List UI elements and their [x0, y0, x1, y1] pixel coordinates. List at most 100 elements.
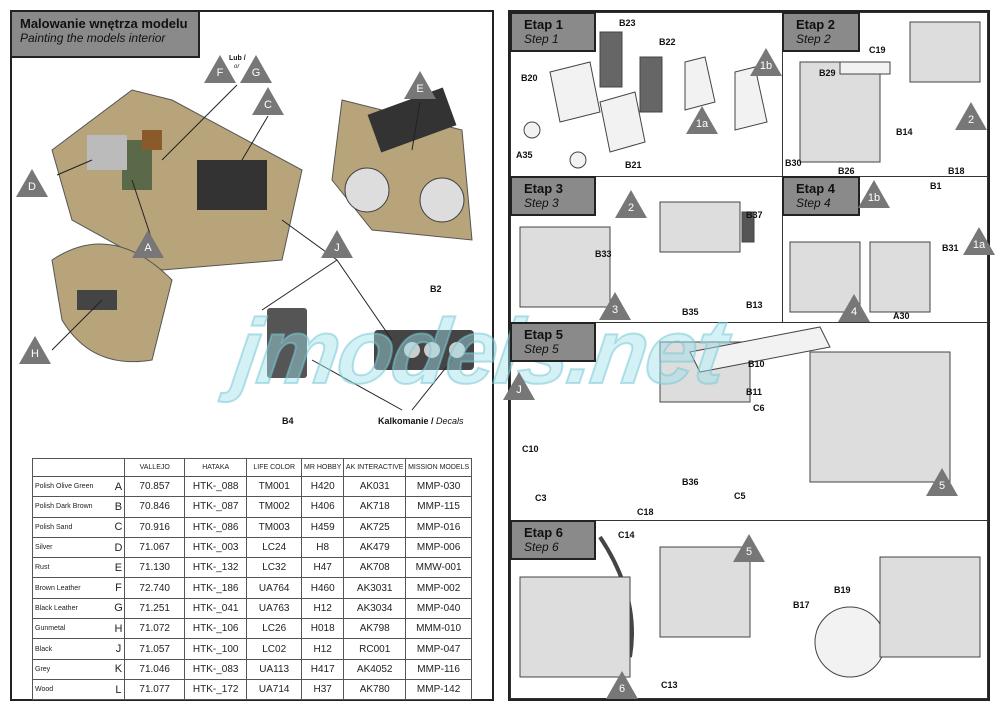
part-label: A35	[516, 150, 533, 160]
lifecolor-code: TM003	[246, 516, 303, 538]
color-name: Brown Leather	[31, 577, 113, 599]
part-label: B37	[746, 210, 763, 220]
color-letter: G	[112, 597, 126, 620]
color-letter: K	[112, 658, 126, 680]
step-3-header: Etap 3 Step 3	[510, 176, 596, 216]
interior-subtitle: Painting the models interior	[20, 31, 166, 45]
color-name: Polish Olive Green	[31, 475, 113, 498]
mrhobby-code: H417	[301, 658, 345, 680]
mrhobby-code: H12	[301, 597, 345, 620]
color-name: Black Leather	[31, 597, 113, 620]
mission-code: MMP-047	[405, 638, 472, 660]
part-label: B10	[748, 359, 765, 369]
lifecolor-code: LC24	[246, 536, 303, 559]
hataka-code: HTK-_186	[184, 577, 248, 599]
mission-code: MMP-040	[405, 597, 472, 620]
color-name: Wood	[31, 678, 113, 701]
step-subtitle: Step 6	[524, 540, 559, 554]
header-mission: MISSION MODELS	[405, 458, 472, 477]
part-label: C14	[618, 530, 635, 540]
step-subtitle: Step 1	[524, 32, 559, 46]
mrhobby-code: H406	[301, 496, 345, 518]
lifecolor-code: LC26	[246, 618, 303, 640]
vallejo-code: 71.251	[124, 597, 186, 620]
header-ak: AK INTERACTIVE	[343, 458, 407, 477]
mrhobby-code: H018	[301, 618, 345, 640]
hataka-code: HTK-_041	[184, 597, 248, 620]
ak-code: AK798	[343, 618, 407, 640]
step-subtitle: Step 3	[524, 196, 559, 210]
part-b4: B4	[282, 416, 294, 426]
color-letter: J	[112, 638, 126, 660]
decals-en: Decals	[436, 416, 464, 426]
mission-code: MMP-030	[405, 475, 472, 498]
mission-code: MMM-010	[405, 618, 472, 640]
step-6-box	[510, 520, 988, 699]
step-subtitle: Step 4	[796, 196, 831, 210]
lifecolor-code: UA113	[246, 658, 303, 680]
header-hataka: HATAKA	[184, 458, 248, 477]
ak-code: AK479	[343, 536, 407, 559]
mission-code: MMP-016	[405, 516, 472, 538]
part-label: B13	[746, 300, 763, 310]
color-letter: L	[112, 678, 126, 701]
part-label: B36	[682, 477, 699, 487]
header-blank	[31, 458, 126, 477]
color-letter: D	[112, 536, 126, 559]
step-2-header: Etap 2 Step 2	[782, 12, 860, 52]
part-label: B29	[819, 68, 836, 78]
mrhobby-code: H8	[301, 536, 345, 559]
step-4-header: Etap 4 Step 4	[782, 176, 860, 216]
decals-label: Kalkomanie / Decals	[378, 416, 464, 426]
lifecolor-code: TM001	[246, 475, 303, 498]
mission-code: MMP-006	[405, 536, 472, 559]
ak-code: AK780	[343, 678, 407, 701]
part-label: C19	[869, 45, 886, 55]
header-mrhobby: MR HOBBY	[301, 458, 345, 477]
color-letter: E	[112, 557, 126, 579]
color-name: Silver	[31, 536, 113, 559]
mrhobby-code: H420	[301, 475, 345, 498]
step-subtitle: Step 5	[524, 342, 559, 356]
watermark: jmodels.net	[227, 300, 733, 404]
color-letter: A	[112, 475, 126, 498]
color-letter: H	[112, 618, 126, 640]
color-name: Polish Dark Brown	[31, 496, 113, 518]
step-5-header: Etap 5 Step 5	[510, 322, 596, 362]
color-letter: B	[112, 496, 126, 518]
part-label: B1	[930, 181, 942, 191]
mission-code: MMP-142	[405, 678, 472, 701]
part-b2: B2	[430, 284, 442, 294]
vallejo-code: 71.130	[124, 557, 186, 579]
color-name: Black	[31, 638, 113, 660]
part-label: B11	[746, 387, 763, 397]
vallejo-code: 70.916	[124, 516, 186, 538]
step-6-header: Etap 6 Step 6	[510, 520, 596, 560]
lifecolor-code: UA714	[246, 678, 303, 701]
hataka-code: HTK-_100	[184, 638, 248, 660]
lifecolor-code: UA763	[246, 597, 303, 620]
or-label-pl: Lub /	[229, 55, 246, 62]
step-title: Etap 3	[524, 181, 564, 196]
part-label: B30	[785, 158, 802, 168]
part-label: B26	[838, 166, 855, 176]
step-1-header: Etap 1 Step 1	[510, 12, 596, 52]
mrhobby-code: H47	[301, 557, 345, 579]
step-title: Etap 6	[524, 525, 564, 540]
color-letter: C	[112, 516, 126, 538]
vallejo-code: 71.046	[124, 658, 186, 680]
lifecolor-code: TM002	[246, 496, 303, 518]
decals-pl: Kalkomanie /	[378, 416, 434, 426]
part-label: A30	[893, 311, 910, 321]
ak-code: AK4052	[343, 658, 407, 680]
mrhobby-code: H459	[301, 516, 345, 538]
mission-code: MMW-001	[405, 557, 472, 579]
vallejo-code: 70.846	[124, 496, 186, 518]
